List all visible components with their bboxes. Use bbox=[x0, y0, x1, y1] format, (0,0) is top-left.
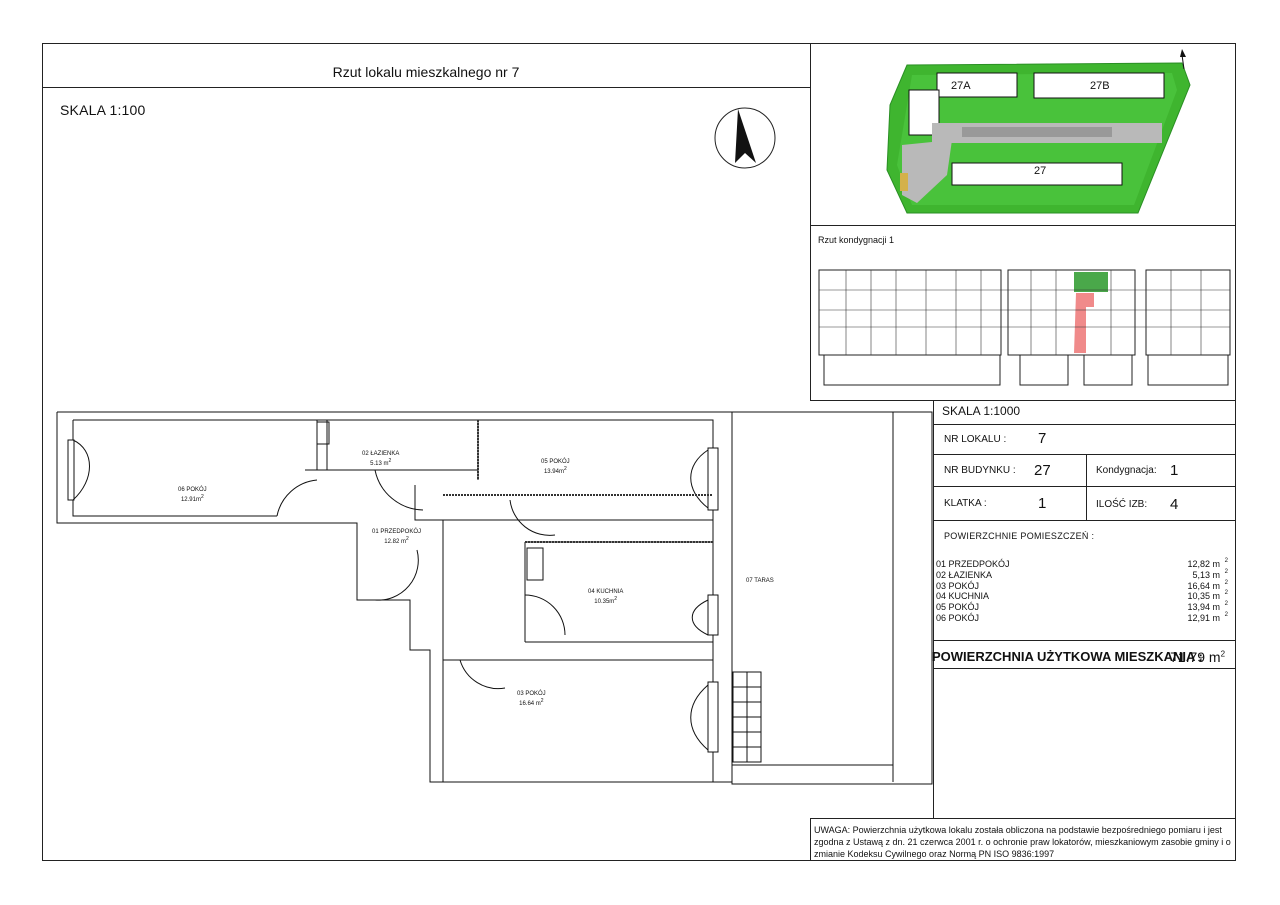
kondygnacja-label: Kondygnacja: bbox=[1096, 465, 1157, 476]
info-line-6 bbox=[933, 668, 1236, 669]
north-arrow-icon bbox=[714, 107, 776, 169]
klatka-label: KLATKA : bbox=[944, 498, 987, 509]
column-divider-info bbox=[933, 400, 934, 818]
info-line-3 bbox=[933, 486, 1236, 487]
site-label-27b: 27B bbox=[1090, 80, 1110, 92]
kondygnacja-value: 1 bbox=[1170, 462, 1179, 479]
info-col-divider bbox=[1086, 454, 1087, 520]
floor-plan-caption: Rzut kondygnacji 1 bbox=[818, 235, 895, 245]
ilosc-izb-value: 4 bbox=[1170, 496, 1179, 513]
site-label-27: 27 bbox=[1034, 165, 1047, 177]
plan-label-taras: 07 TARAS bbox=[746, 578, 774, 584]
site-label-27a: 27A bbox=[951, 80, 971, 92]
nr-budynku-value: 27 bbox=[1034, 462, 1051, 479]
column-divider-top bbox=[810, 43, 811, 400]
legal-note: UWAGA: Powierzchnia użytkowa lokalu zost… bbox=[814, 825, 1231, 859]
total-area-value: 71.79 m2 bbox=[1170, 649, 1226, 665]
total-area-label: POWIERZCHNIA UŻYTKOWA MIESZKANIA : bbox=[932, 649, 1203, 664]
note-divider bbox=[810, 818, 811, 861]
nr-lokalu-label: NR LOKALU : bbox=[944, 434, 1007, 445]
klatka-value: 1 bbox=[1038, 495, 1047, 512]
apartment-floor-plan bbox=[56, 411, 933, 785]
sheet-frame bbox=[42, 43, 1236, 861]
info-line-2 bbox=[933, 454, 1236, 455]
info-line-4 bbox=[933, 520, 1236, 521]
scale-small: SKALA 1:1000 bbox=[942, 404, 1021, 418]
site-plan bbox=[886, 49, 1191, 214]
info-line-5 bbox=[933, 640, 1236, 641]
rooms-title: POWIERZCHNIE POMIESZCZEŃ : bbox=[944, 531, 1095, 541]
floor-overview-plan bbox=[818, 269, 1231, 386]
info-line-1 bbox=[933, 424, 1236, 425]
title-divider bbox=[42, 87, 810, 88]
page-title: Rzut lokalu mieszkalnego nr 7 bbox=[332, 64, 520, 80]
nr-lokalu-value: 7 bbox=[1038, 430, 1047, 447]
site-divider bbox=[810, 225, 1236, 226]
scale-main: SKALA 1:100 bbox=[60, 102, 146, 118]
ilosc-izb-label: ILOŚĆ IZB: bbox=[1096, 499, 1148, 510]
plan-divider bbox=[810, 400, 1236, 401]
nr-budynku-label: NR BUDYNKU : bbox=[944, 465, 1016, 476]
note-top-line bbox=[810, 818, 1236, 819]
